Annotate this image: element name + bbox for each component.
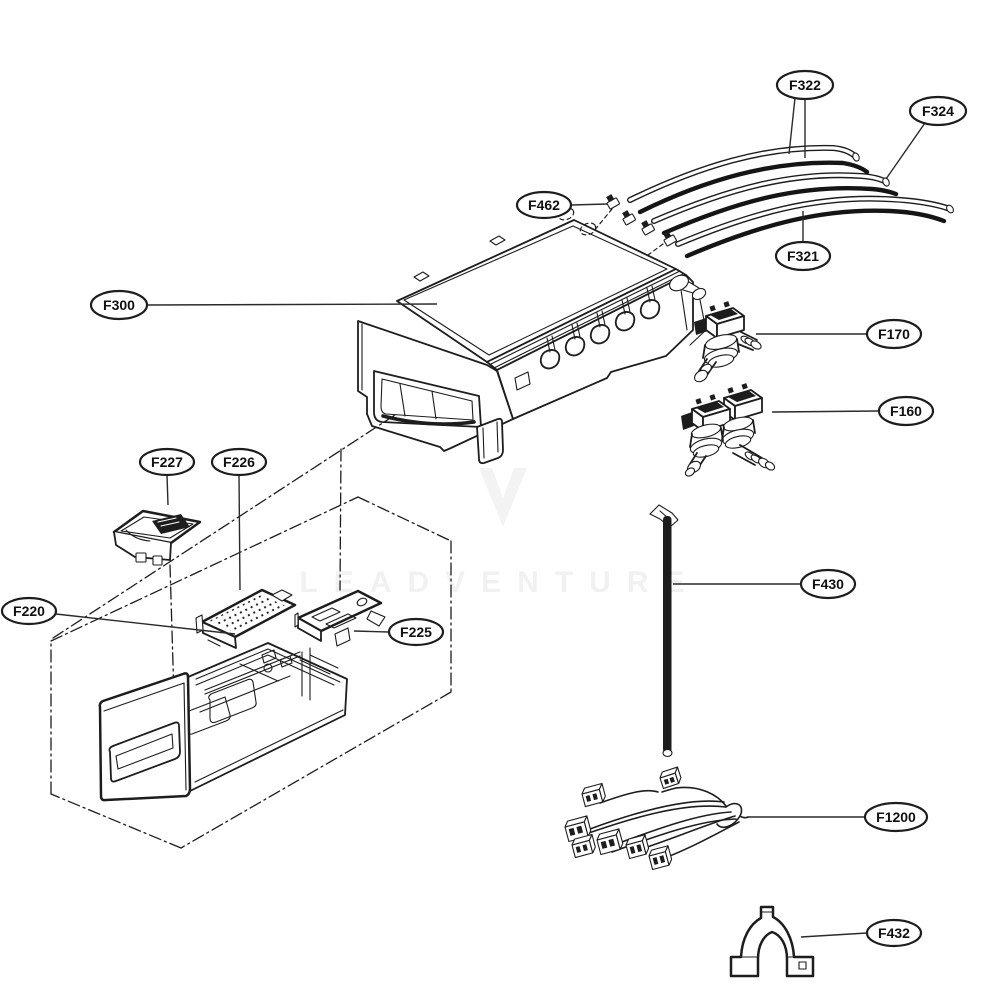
callout-oval-F324[interactable] bbox=[908, 95, 968, 127]
leader-line bbox=[166, 474, 169, 506]
part-callout-F462[interactable]: F462 bbox=[515, 190, 608, 220]
leader-line bbox=[788, 97, 796, 155]
part-callout-F321[interactable]: F321 bbox=[774, 211, 832, 272]
assembly-boundary bbox=[50, 412, 452, 849]
harness-connector bbox=[659, 766, 682, 790]
callout-oval-F225[interactable] bbox=[387, 617, 445, 647]
part-callout-F322[interactable]: F322 bbox=[775, 69, 835, 158]
callout-oval-F1200[interactable] bbox=[863, 801, 929, 833]
leader-line bbox=[146, 303, 438, 306]
callout-text: F322 bbox=[789, 77, 821, 93]
callout-oval-F170[interactable] bbox=[865, 318, 923, 350]
callout-oval-F462[interactable] bbox=[515, 190, 573, 220]
part-hoses-f321-f322-f324 bbox=[627, 144, 954, 259]
part-f227-softener-insert bbox=[112, 509, 202, 566]
harness-connector bbox=[625, 834, 650, 860]
callout-text: F225 bbox=[400, 624, 432, 640]
callout-oval-F432[interactable] bbox=[865, 918, 923, 948]
callout-text: F430 bbox=[812, 576, 844, 592]
leader-line bbox=[771, 410, 880, 413]
leader-line bbox=[353, 630, 390, 633]
callout-oval-F321[interactable] bbox=[774, 240, 832, 272]
callout-text: F160 bbox=[890, 403, 922, 419]
callout-text: F321 bbox=[787, 248, 819, 264]
harness-connector bbox=[581, 782, 606, 808]
part-callout-F324[interactable]: F324 bbox=[885, 95, 968, 180]
callout-oval-F300[interactable] bbox=[89, 289, 149, 321]
callout-text: F432 bbox=[878, 925, 910, 941]
leader-line bbox=[570, 203, 608, 206]
part-callout-F170[interactable]: F170 bbox=[756, 318, 923, 350]
part-f432-hose-clamp bbox=[729, 905, 815, 978]
part-callout-F220[interactable]: F220 bbox=[0, 596, 236, 635]
callout-text: F227 bbox=[151, 454, 183, 470]
part-callout-F226[interactable]: F226 bbox=[210, 447, 268, 591]
callout-text: F170 bbox=[878, 326, 910, 342]
callout-text: F220 bbox=[13, 603, 45, 619]
part-f160-double-inlet-valve bbox=[681, 383, 776, 477]
part-callout-F432[interactable]: F432 bbox=[800, 918, 923, 948]
watermark-v-logo-icon bbox=[479, 468, 527, 527]
part-f170-inlet-valve bbox=[694, 301, 762, 383]
harness-connector bbox=[571, 833, 596, 859]
part-f225-insert-tray bbox=[294, 589, 386, 647]
callout-text: F300 bbox=[103, 297, 135, 313]
callout-oval-F160[interactable] bbox=[877, 395, 935, 427]
part-callout-F1200[interactable]: F1200 bbox=[748, 801, 929, 833]
dispenser-right-face bbox=[496, 274, 694, 420]
leader-line bbox=[800, 932, 868, 938]
part-f300-dispenser-housing bbox=[357, 207, 707, 465]
harness-connector bbox=[596, 828, 624, 856]
part-callout-F300[interactable]: F300 bbox=[89, 289, 438, 321]
leader-line bbox=[238, 474, 241, 591]
harness-connector bbox=[648, 845, 673, 871]
callout-oval-F322[interactable] bbox=[775, 69, 835, 101]
part-callout-F160[interactable]: F160 bbox=[771, 395, 935, 427]
dispenser-side-boss bbox=[669, 274, 707, 346]
group-f220-drawer-assembly bbox=[50, 412, 452, 849]
callout-text: F462 bbox=[528, 197, 560, 213]
leader-line bbox=[55, 613, 236, 635]
part-f226-grid-cover bbox=[195, 588, 297, 649]
part-f1200-wire-harness bbox=[564, 766, 749, 871]
callout-oval-F220[interactable] bbox=[0, 596, 58, 626]
callout-text: F1200 bbox=[876, 809, 916, 825]
callout-text: F324 bbox=[922, 103, 954, 119]
dispenser-nozzles bbox=[539, 285, 661, 370]
callout-oval-F227[interactable] bbox=[138, 447, 196, 477]
watermark: LEADVENTURE bbox=[299, 468, 685, 599]
part-f430-dispenser-rod bbox=[649, 504, 679, 758]
part-callout-F225[interactable]: F225 bbox=[353, 617, 445, 647]
part-f220-drawer bbox=[98, 642, 348, 802]
callout-text: F226 bbox=[223, 454, 255, 470]
callout-oval-F226[interactable] bbox=[210, 447, 268, 477]
part-callout-F430[interactable]: F430 bbox=[673, 568, 857, 600]
part-callout-F227[interactable]: F227 bbox=[138, 447, 196, 506]
callout-oval-F430[interactable] bbox=[799, 568, 857, 600]
leader-line bbox=[885, 122, 926, 180]
